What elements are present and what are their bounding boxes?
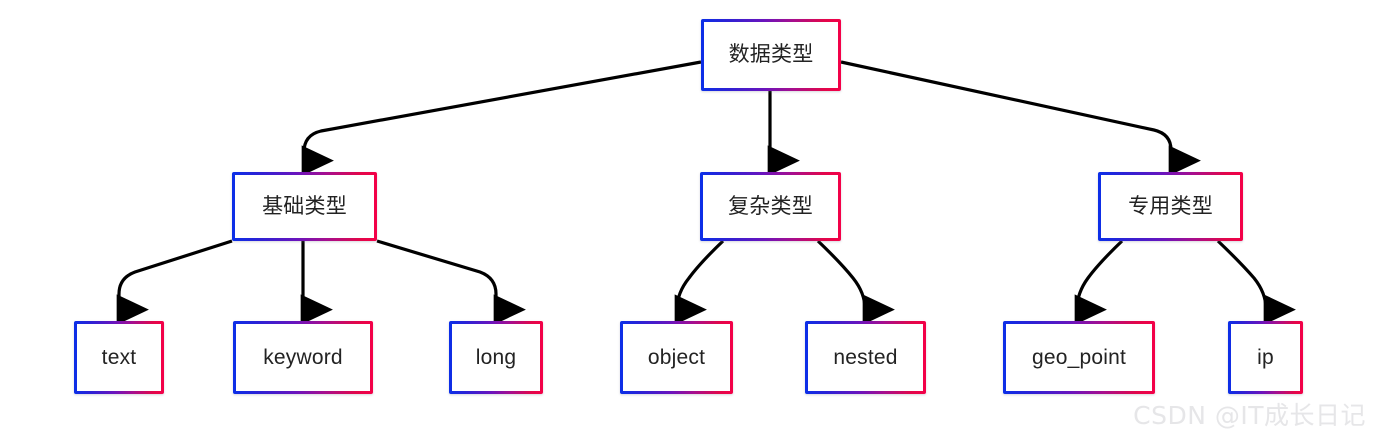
node-keyword-label: keyword — [263, 345, 343, 369]
node-keyword[interactable]: keyword — [233, 321, 373, 394]
edge-basic-to-long — [376, 239, 526, 325]
node-ip-label: ip — [1257, 345, 1274, 369]
node-complex-types[interactable]: 复杂类型 — [700, 172, 841, 241]
node-root-label: 数据类型 — [728, 42, 814, 67]
node-long[interactable]: long — [449, 321, 543, 394]
edge-special-to-geopoint — [1074, 239, 1124, 325]
node-object-label: object — [647, 345, 706, 369]
edge-complex-to-nested — [816, 239, 895, 325]
edge-basic-to-text — [116, 239, 233, 325]
node-object[interactable]: object — [620, 321, 733, 394]
node-basic-types-label: 基础类型 — [262, 193, 347, 218]
edge-root-to-special — [840, 60, 1201, 176]
node-basic-types[interactable]: 基础类型 — [232, 172, 377, 241]
node-nested[interactable]: nested — [805, 321, 926, 394]
node-nested-label: nested — [833, 345, 898, 369]
node-special-types-label: 专用类型 — [1128, 193, 1213, 218]
node-long-label: long — [475, 345, 517, 369]
node-complex-types-label: 复杂类型 — [728, 193, 813, 218]
node-geo-point-label: geo_point — [1031, 345, 1127, 369]
node-geo-point[interactable]: geo_point — [1003, 321, 1155, 394]
node-text[interactable]: text — [74, 321, 164, 394]
node-ip[interactable]: ip — [1228, 321, 1303, 394]
edge-special-to-ip — [1216, 239, 1296, 325]
watermark-text: CSDN @IT成长日记 — [1133, 401, 1366, 430]
edge-complex-to-object — [674, 239, 725, 325]
node-special-types[interactable]: 专用类型 — [1098, 172, 1243, 241]
node-text-label: text — [101, 345, 137, 369]
node-root[interactable]: 数据类型 — [701, 19, 841, 91]
edge-root-to-basic — [301, 60, 702, 176]
